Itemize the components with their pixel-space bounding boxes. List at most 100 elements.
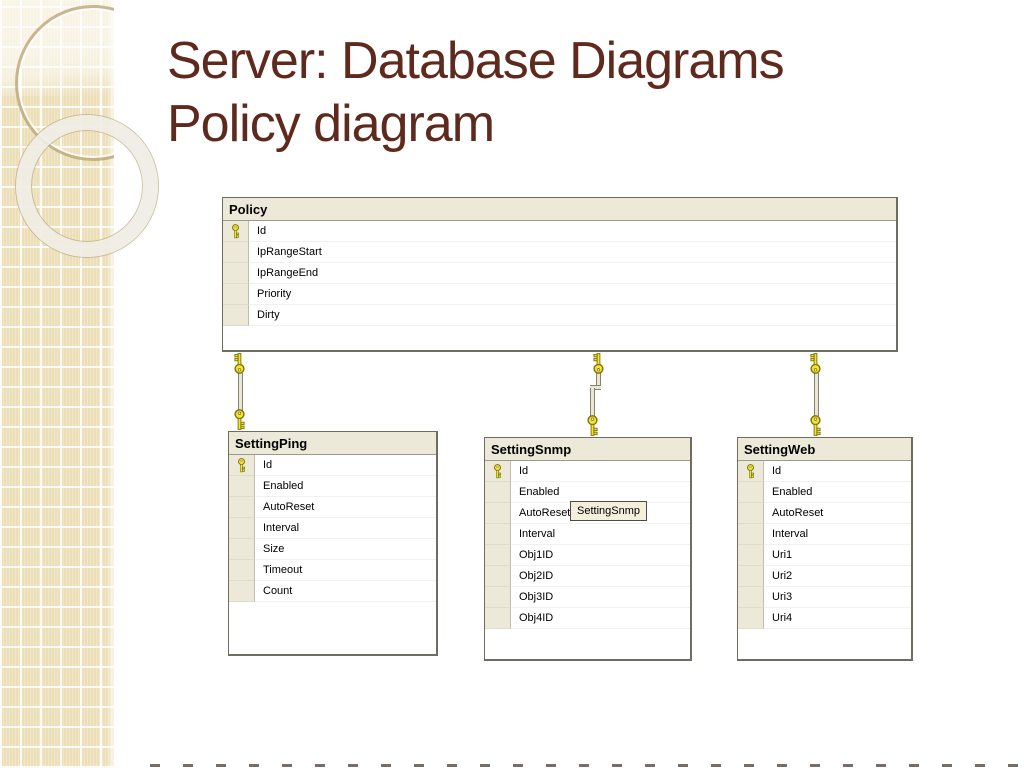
row-selector[interactable] bbox=[229, 539, 255, 560]
row-selector[interactable] bbox=[738, 524, 764, 545]
field-name: Id bbox=[511, 461, 690, 482]
row-selector[interactable] bbox=[738, 482, 764, 503]
field-row[interactable]: IpRangeStart bbox=[223, 242, 896, 263]
field-row[interactable]: Size bbox=[229, 539, 436, 560]
field-row[interactable]: Obj4ID bbox=[485, 608, 690, 629]
row-selector[interactable] bbox=[485, 503, 511, 524]
row-selector[interactable] bbox=[738, 545, 764, 566]
row-selector[interactable] bbox=[229, 560, 255, 581]
field-row[interactable]: Id bbox=[229, 455, 436, 476]
field-name: AutoReset bbox=[255, 497, 436, 518]
field-name: Enabled bbox=[511, 482, 690, 503]
field-row[interactable]: Dirty bbox=[223, 305, 896, 326]
row-selector[interactable] bbox=[485, 545, 511, 566]
field-name: Uri4 bbox=[764, 608, 911, 629]
row-selector[interactable] bbox=[223, 263, 249, 284]
field-row[interactable]: Uri3 bbox=[738, 587, 911, 608]
primary-key-icon bbox=[234, 353, 245, 374]
field-name: AutoReset bbox=[511, 503, 690, 524]
row-selector[interactable] bbox=[485, 587, 511, 608]
field-row[interactable]: Enabled bbox=[229, 476, 436, 497]
key-icon bbox=[586, 415, 599, 437]
field-row[interactable]: Interval bbox=[738, 524, 911, 545]
table-title[interactable]: Policy bbox=[223, 198, 896, 221]
primary-key-icon bbox=[810, 415, 821, 436]
row-selector-pk[interactable] bbox=[223, 221, 249, 242]
field-row[interactable]: Count bbox=[229, 581, 436, 602]
row-selector[interactable] bbox=[738, 503, 764, 524]
field-name: IpRangeEnd bbox=[249, 263, 896, 284]
row-selector[interactable] bbox=[223, 305, 249, 326]
field-name: IpRangeStart bbox=[249, 242, 896, 263]
field-row[interactable]: Id bbox=[485, 461, 690, 482]
field-row[interactable]: Enabled bbox=[485, 482, 690, 503]
field-row[interactable]: Obj3ID bbox=[485, 587, 690, 608]
field-row[interactable]: AutoReset bbox=[229, 497, 436, 518]
field-name: Obj3ID bbox=[511, 587, 690, 608]
row-selector[interactable] bbox=[223, 284, 249, 305]
field-name: Id bbox=[764, 461, 911, 482]
field-name: Obj2ID bbox=[511, 566, 690, 587]
field-row[interactable]: AutoReset bbox=[485, 503, 690, 524]
field-name: Count bbox=[255, 581, 436, 602]
field-name: Obj4ID bbox=[511, 608, 690, 629]
field-row[interactable]: AutoReset bbox=[738, 503, 911, 524]
field-name: Uri2 bbox=[764, 566, 911, 587]
field-row[interactable]: Uri4 bbox=[738, 608, 911, 629]
field-row[interactable]: Enabled bbox=[738, 482, 911, 503]
row-selector[interactable] bbox=[223, 242, 249, 263]
field-name: Uri3 bbox=[764, 587, 911, 608]
field-row[interactable]: Id bbox=[223, 221, 896, 242]
primary-key-icon bbox=[587, 415, 598, 436]
key-icon bbox=[233, 352, 246, 374]
field-row[interactable]: Interval bbox=[485, 524, 690, 545]
field-name: Size bbox=[255, 539, 436, 560]
primary-key-icon bbox=[593, 353, 604, 374]
table-title[interactable]: SettingSnmp bbox=[485, 438, 690, 461]
field-row[interactable]: Priority bbox=[223, 284, 896, 305]
decorative-ring bbox=[16, 115, 158, 257]
field-row[interactable]: Obj2ID bbox=[485, 566, 690, 587]
field-row[interactable]: Interval bbox=[229, 518, 436, 539]
field-row[interactable]: Uri2 bbox=[738, 566, 911, 587]
table-title[interactable]: SettingWeb bbox=[738, 438, 911, 461]
row-selector-pk[interactable] bbox=[485, 461, 511, 482]
row-selector[interactable] bbox=[229, 581, 255, 602]
row-selector[interactable] bbox=[738, 608, 764, 629]
relationship-line-settingweb bbox=[814, 373, 819, 416]
row-selector[interactable] bbox=[485, 608, 511, 629]
field-row[interactable]: Id bbox=[738, 461, 911, 482]
field-row[interactable]: IpRangeEnd bbox=[223, 263, 896, 284]
field-row[interactable]: Uri1 bbox=[738, 545, 911, 566]
relationship-elbow bbox=[590, 385, 601, 390]
row-selector[interactable] bbox=[485, 566, 511, 587]
field-name: Enabled bbox=[764, 482, 911, 503]
row-selector[interactable] bbox=[229, 518, 255, 539]
row-selector[interactable] bbox=[485, 524, 511, 545]
primary-key-icon bbox=[810, 353, 821, 374]
relationship-line-settingping bbox=[238, 373, 243, 411]
row-selector[interactable] bbox=[485, 482, 511, 503]
row-selector[interactable] bbox=[738, 587, 764, 608]
primary-key-icon bbox=[494, 463, 501, 478]
row-selector[interactable] bbox=[738, 566, 764, 587]
slide-title-line2: Policy diagram bbox=[167, 95, 495, 154]
row-selector-pk[interactable] bbox=[229, 455, 255, 476]
row-selector[interactable] bbox=[229, 497, 255, 518]
field-row[interactable]: Obj1ID bbox=[485, 545, 690, 566]
row-selector-pk[interactable] bbox=[738, 461, 764, 482]
row-selector[interactable] bbox=[229, 476, 255, 497]
relationship-line-settingsnmp bbox=[590, 388, 595, 416]
field-row[interactable]: Timeout bbox=[229, 560, 436, 581]
key-icon bbox=[809, 352, 822, 374]
table-title[interactable]: SettingPing bbox=[229, 432, 436, 455]
